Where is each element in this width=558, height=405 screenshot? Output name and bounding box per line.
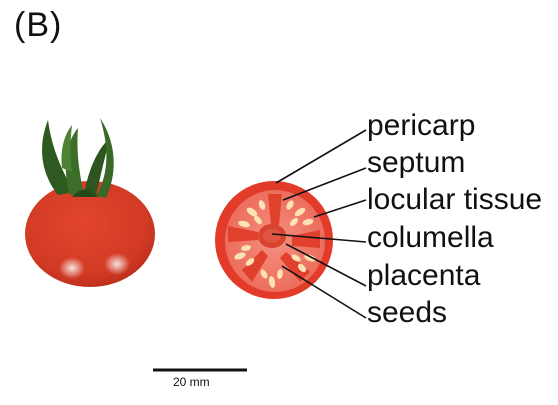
label-placenta: placenta [367, 259, 481, 292]
scale-bar-label: 20 mm [173, 375, 210, 389]
label-septum: septum [367, 146, 465, 179]
stem-sepals [42, 118, 114, 198]
label-pericarp: pericarp [367, 109, 475, 142]
whole-tomato-highlight [104, 253, 130, 275]
whole-tomato [25, 118, 155, 287]
label-seeds: seeds [367, 296, 447, 329]
scale-bar: 20 mm [153, 370, 247, 389]
leader-septum [283, 168, 366, 200]
whole-tomato-highlight [59, 257, 85, 279]
leader-pericarp [276, 130, 366, 183]
label-locular-tissue: locular tissue [367, 183, 542, 216]
cross-section [215, 181, 333, 299]
label-columella: columella [367, 221, 494, 254]
part-labels: pericarp septum locular tissue columella… [367, 109, 542, 329]
